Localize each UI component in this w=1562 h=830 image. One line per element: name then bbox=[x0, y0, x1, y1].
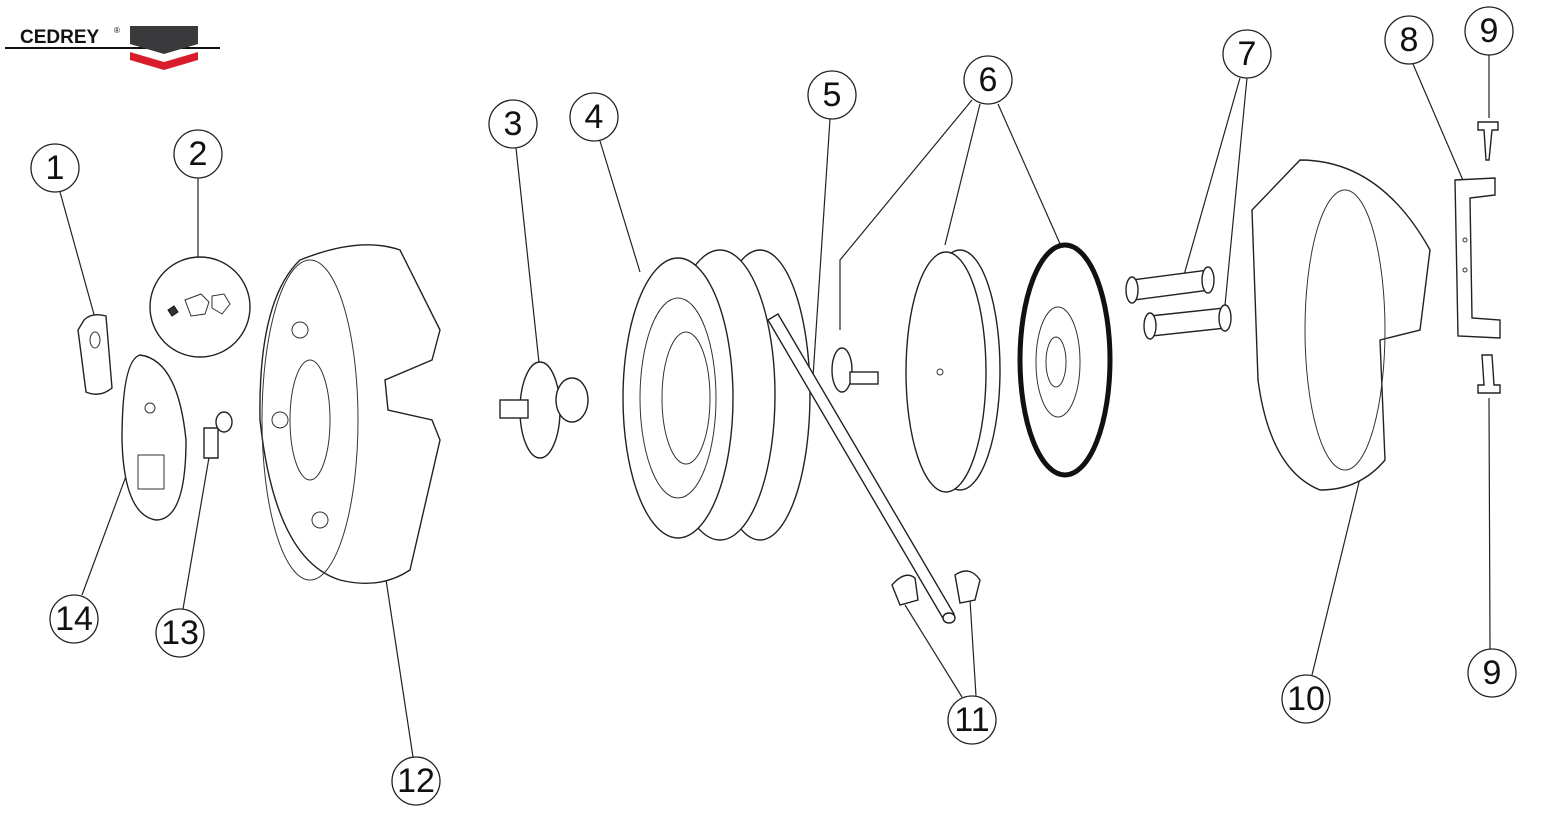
callout-4: 4 bbox=[569, 92, 619, 142]
svg-text:9: 9 bbox=[1480, 12, 1499, 50]
svg-text:11: 11 bbox=[954, 701, 989, 739]
callout-2: 2 bbox=[173, 129, 223, 179]
part-10-rear-housing bbox=[1251, 159, 1431, 491]
callout-13: 13 bbox=[155, 608, 205, 658]
svg-text:2: 2 bbox=[189, 135, 208, 173]
callout-1: 1 bbox=[30, 143, 80, 193]
svg-text:12: 12 bbox=[397, 762, 435, 800]
logo-text: CEDREY bbox=[20, 27, 100, 48]
part-6-spindle bbox=[831, 347, 879, 393]
callout-14: 14 bbox=[49, 594, 99, 644]
svg-text:5: 5 bbox=[823, 76, 842, 114]
part-13-elbow-fitting bbox=[203, 411, 233, 459]
part-1-cover-cap bbox=[77, 313, 113, 395]
logo-registered: ® bbox=[114, 26, 120, 35]
svg-text:8: 8 bbox=[1400, 21, 1419, 59]
callout-12: 12 bbox=[391, 756, 441, 806]
leader-lines bbox=[59, 55, 1491, 758]
callout-6: 6 bbox=[963, 55, 1013, 105]
part-2-detail-circle bbox=[149, 256, 251, 358]
part-4-hose-drum bbox=[622, 249, 811, 541]
svg-text:4: 4 bbox=[585, 98, 604, 136]
svg-text:13: 13 bbox=[161, 614, 199, 652]
callout-7: 7 bbox=[1222, 29, 1272, 79]
svg-text:10: 10 bbox=[1287, 680, 1325, 718]
part-6-spring-cover bbox=[905, 249, 1001, 493]
callout-5: 5 bbox=[807, 70, 857, 120]
part-7-spacer-bolts bbox=[1125, 266, 1232, 340]
callout-8: 8 bbox=[1384, 15, 1434, 65]
part-5-hose-tube bbox=[767, 313, 956, 624]
callout-9-bottom: 9 bbox=[1467, 648, 1517, 698]
part-9-screws bbox=[1477, 121, 1501, 394]
part-14-backplate bbox=[121, 354, 187, 521]
callout-11: 11 bbox=[947, 695, 997, 745]
callout-10: 10 bbox=[1281, 674, 1331, 724]
part-6-spring bbox=[1017, 242, 1113, 478]
svg-text:1: 1 bbox=[46, 149, 65, 187]
svg-text:14: 14 bbox=[55, 600, 93, 638]
svg-text:6: 6 bbox=[979, 61, 998, 99]
part-11-clamps bbox=[891, 570, 981, 606]
callout-3: 3 bbox=[488, 99, 538, 149]
part-12-front-housing bbox=[259, 244, 441, 585]
part-8-wall-bracket bbox=[1454, 177, 1501, 339]
svg-text:7: 7 bbox=[1238, 35, 1257, 73]
part-3-hub-assembly bbox=[499, 361, 589, 459]
callout-9-top: 9 bbox=[1464, 6, 1514, 56]
svg-text:9: 9 bbox=[1483, 654, 1502, 692]
svg-text:3: 3 bbox=[504, 105, 523, 143]
cedrey-logo: CEDREY ® bbox=[5, 26, 220, 70]
